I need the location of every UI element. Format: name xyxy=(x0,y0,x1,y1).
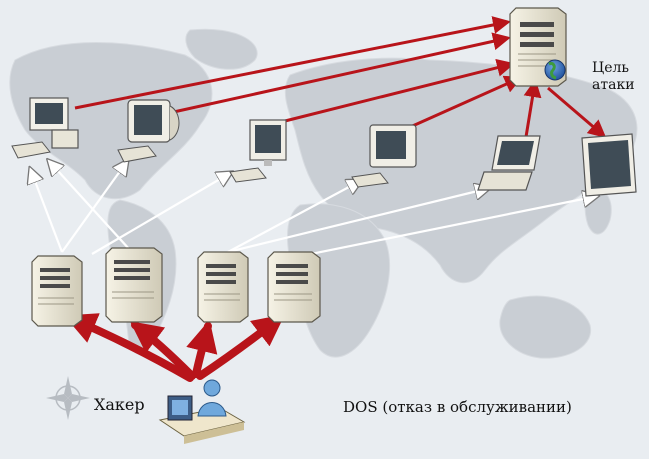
handler-server-icon-1 xyxy=(31,255,83,327)
globe-icon xyxy=(544,59,566,81)
handler-server-icon-2 xyxy=(105,247,163,323)
attack-arrow-5 xyxy=(523,79,542,144)
hacker-label: Хакер xyxy=(94,395,145,414)
attack-arrow-4 xyxy=(407,75,523,130)
target-label: Цель атаки xyxy=(592,60,646,94)
zombie-laptop-icon xyxy=(477,135,541,191)
hacker-arrow-3 xyxy=(186,319,218,378)
command-arrow-1 xyxy=(30,168,64,253)
command-arrow-7 xyxy=(295,196,598,259)
hacker-arrow-2 xyxy=(129,321,196,380)
hacker-workstation-icon xyxy=(158,379,246,444)
diagram-caption: DOS (отказ в обслуживании) xyxy=(343,398,572,416)
zombie-monitor-icon xyxy=(117,99,180,163)
compass-icon xyxy=(46,376,90,420)
command-arrows xyxy=(30,160,598,259)
attack-arrow-2 xyxy=(159,32,511,117)
target-label-line1: Цель xyxy=(592,60,630,76)
handler-server-icon-4 xyxy=(267,251,321,323)
command-arrow-2 xyxy=(61,160,128,253)
zombie-computer-icon xyxy=(11,97,79,159)
target-label-line2: атаки xyxy=(592,77,635,93)
attack-arrow-6 xyxy=(547,86,607,138)
zombie-flat-monitor-icon xyxy=(581,133,637,197)
command-arrow-4 xyxy=(91,172,232,255)
handler-server-icon-3 xyxy=(197,251,249,323)
command-arrow-3 xyxy=(48,160,131,251)
command-arrow-6 xyxy=(227,188,490,254)
command-arrow-5 xyxy=(227,180,362,253)
attack-arrow-1 xyxy=(74,16,511,110)
zombie-crt-monitor-icon xyxy=(351,124,417,188)
hacker-arrow-4 xyxy=(196,314,286,380)
zombie-monitor-icon-2 xyxy=(229,119,287,183)
attack-arrow-3 xyxy=(280,58,515,124)
hacker-arrows xyxy=(64,313,286,382)
attack-arrows-to-target xyxy=(74,16,607,144)
